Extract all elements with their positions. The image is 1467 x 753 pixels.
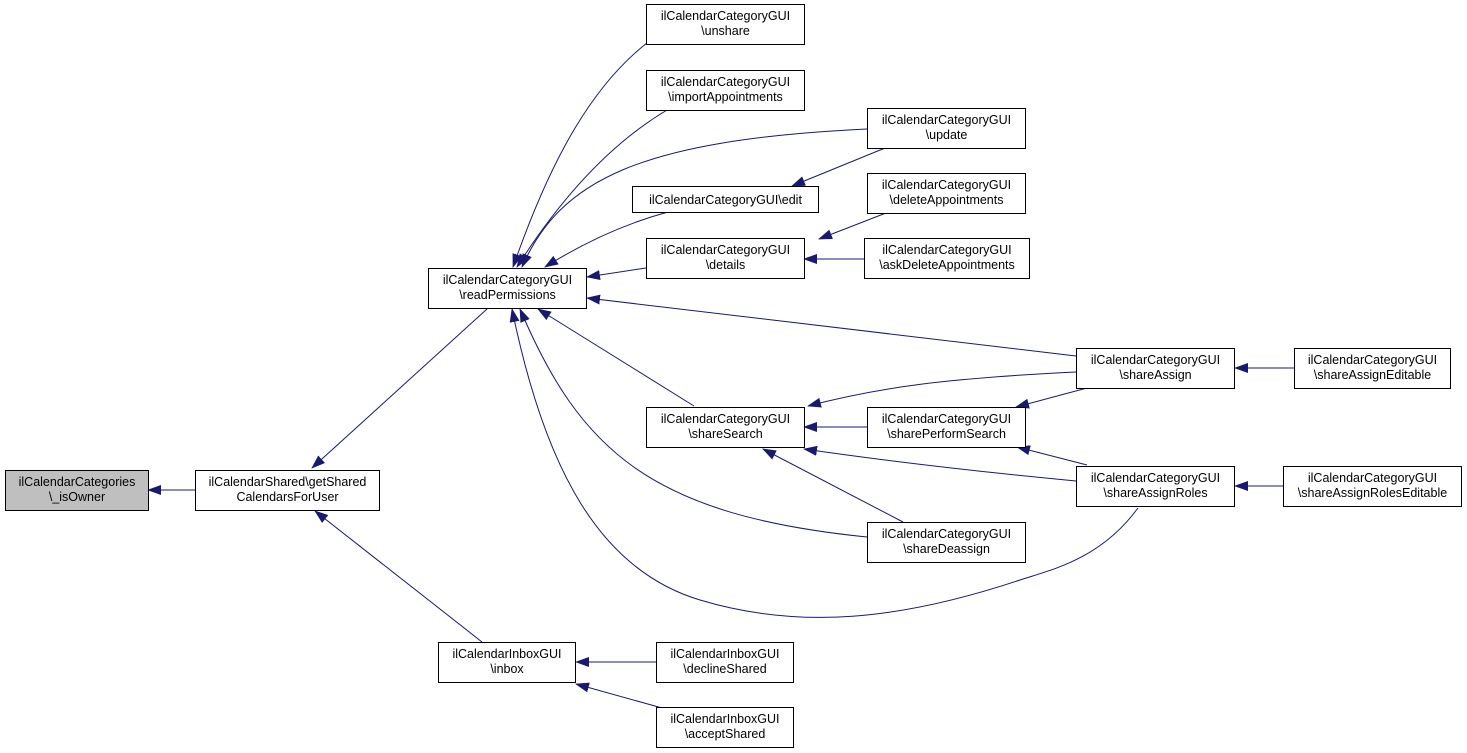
node-importAppointments-line1: ilCalendarCategoryGUI xyxy=(661,75,790,89)
edge-details-readPermissions xyxy=(586,267,647,280)
node-shareAssignRolesEditable-line1: ilCalendarCategoryGUI xyxy=(1308,471,1437,485)
edge-edit-readPermissions xyxy=(544,211,669,268)
edge-shareAssignRoles-sharePerformSearch xyxy=(1016,445,1088,466)
node-isOwner[interactable]: ilCalendarCategories \_isOwner xyxy=(5,470,149,511)
node-unshare-line2: \unshare xyxy=(701,24,750,38)
edge-inbox-getShared xyxy=(314,510,483,643)
edge-shareAssign-shareSearch xyxy=(807,371,1077,408)
node-shareAssignRoles[interactable]: ilCalendarCategoryGUI \shareAssignRoles xyxy=(1076,466,1235,507)
node-shareAssignRolesEditable-line2: \shareAssignRolesEditable xyxy=(1298,486,1447,500)
node-askDeleteAppointments-line1: ilCalendarCategoryGUI xyxy=(882,243,1011,257)
node-shareDeassign-line2: \shareDeassign xyxy=(903,542,990,556)
node-shareAssignEditable-line1: ilCalendarCategoryGUI xyxy=(1308,353,1437,367)
node-shareSearch-line1: ilCalendarCategoryGUI xyxy=(661,412,790,426)
node-shareAssignEditable-line2: \shareAssignEditable xyxy=(1314,368,1431,382)
node-shareDeassign[interactable]: ilCalendarCategoryGUI \shareDeassign xyxy=(867,522,1026,563)
node-inbox[interactable]: ilCalendarInboxGUI \inbox xyxy=(438,642,576,683)
edge-importAppointments-readPermissions xyxy=(516,109,668,268)
node-declineShared-line2: \declineShared xyxy=(683,662,766,676)
node-readPermissions[interactable]: ilCalendarCategoryGUI \readPermissions xyxy=(428,268,587,309)
node-update-line2: \update xyxy=(926,128,968,142)
edge-update-edit xyxy=(791,147,886,187)
node-shareDeassign-line1: ilCalendarCategoryGUI xyxy=(882,527,1011,541)
edge-shareDeassign-readPermissions xyxy=(519,308,868,538)
node-deleteAppointments[interactable]: ilCalendarCategoryGUI \deleteAppointment… xyxy=(867,173,1026,214)
node-edit[interactable]: ilCalendarCategoryGUI\edit xyxy=(632,186,819,213)
node-details-line2: \details xyxy=(706,258,746,272)
node-readPermissions-line1: ilCalendarCategoryGUI xyxy=(443,273,572,287)
node-update-line1: ilCalendarCategoryGUI xyxy=(882,113,1011,127)
node-shareAssignRoles-line2: \shareAssignRoles xyxy=(1103,486,1207,500)
node-shareAssign-line2: \shareAssign xyxy=(1119,368,1191,382)
edge-deleteAppointments-details xyxy=(818,212,887,240)
node-acceptShared[interactable]: ilCalendarInboxGUI \acceptShared xyxy=(656,707,794,748)
node-askDeleteAppointments-line2: \askDeleteAppointments xyxy=(879,258,1015,272)
node-isOwner-line1: ilCalendarCategories xyxy=(19,475,136,489)
edge-shareAssignRoles-shareSearch xyxy=(803,445,1077,482)
node-readPermissions-line2: \readPermissions xyxy=(459,288,556,302)
node-sharePerformSearch[interactable]: ilCalendarCategoryGUI \sharePerformSearc… xyxy=(867,407,1026,448)
node-shareAssignEditable[interactable]: ilCalendarCategoryGUI \shareAssignEditab… xyxy=(1294,348,1451,389)
node-update[interactable]: ilCalendarCategoryGUI \update xyxy=(867,108,1026,149)
node-unshare-line1: ilCalendarCategoryGUI xyxy=(661,9,790,23)
edge-shareSearch-readPermissions xyxy=(537,308,695,407)
node-importAppointments-line2: \importAppointments xyxy=(668,90,783,104)
node-isOwner-line2: \_isOwner xyxy=(49,490,105,504)
node-shareSearch-line2: \shareSearch xyxy=(688,427,762,441)
edge-shareAssign-readPermissions xyxy=(586,294,1077,357)
node-getShared-line2: CalendarsForUser xyxy=(236,490,338,504)
node-sharePerformSearch-line2: \sharePerformSearch xyxy=(887,427,1006,441)
node-shareAssignRolesEditable[interactable]: ilCalendarCategoryGUI \shareAssignRolesE… xyxy=(1283,466,1462,507)
edge-readPermissions-getShared xyxy=(311,308,488,469)
edge-shareDeassign-shareSearch xyxy=(762,448,904,523)
node-details-line1: ilCalendarCategoryGUI xyxy=(661,243,790,257)
node-acceptShared-line1: ilCalendarInboxGUI xyxy=(670,712,779,726)
node-inbox-line2: \inbox xyxy=(490,662,524,676)
node-unshare[interactable]: ilCalendarCategoryGUI \unshare xyxy=(646,4,805,45)
node-inbox-line1: ilCalendarInboxGUI xyxy=(452,647,561,661)
node-getShared-line1: ilCalendarShared\getShared xyxy=(209,475,367,489)
node-deleteAppointments-line2: \deleteAppointments xyxy=(890,193,1004,207)
edges xyxy=(147,42,1294,714)
node-shareAssign-line1: ilCalendarCategoryGUI xyxy=(1091,353,1220,367)
edge-unshare-readPermissions xyxy=(512,42,648,268)
node-shareAssignRoles-line1: ilCalendarCategoryGUI xyxy=(1091,471,1220,485)
edge-shareAssign-sharePerformSearch xyxy=(1015,387,1088,409)
node-edit-line1: ilCalendarCategoryGUI\edit xyxy=(649,193,802,207)
node-acceptShared-line2: \acceptShared xyxy=(685,727,766,741)
node-askDeleteAppointments[interactable]: ilCalendarCategoryGUI \askDeleteAppointm… xyxy=(864,238,1030,279)
node-shareAssign[interactable]: ilCalendarCategoryGUI \shareAssign xyxy=(1076,348,1235,389)
node-getShared[interactable]: ilCalendarShared\getShared CalendarsForU… xyxy=(195,470,380,511)
nodes: ilCalendarCategories \_isOwner ilCalenda… xyxy=(5,4,1462,748)
node-details[interactable]: ilCalendarCategoryGUI \details xyxy=(646,238,805,279)
node-deleteAppointments-line1: ilCalendarCategoryGUI xyxy=(882,178,1011,192)
edge-shareAssignRoles-readPermissions xyxy=(509,308,1139,618)
node-importAppointments[interactable]: ilCalendarCategoryGUI \importAppointment… xyxy=(646,70,805,111)
edge-update-readPermissions xyxy=(521,128,868,268)
node-sharePerformSearch-line1: ilCalendarCategoryGUI xyxy=(882,412,1011,426)
node-shareSearch[interactable]: ilCalendarCategoryGUI \shareSearch xyxy=(646,407,805,448)
node-declineShared[interactable]: ilCalendarInboxGUI \declineShared xyxy=(656,642,794,683)
node-declineShared-line1: ilCalendarInboxGUI xyxy=(670,647,779,661)
